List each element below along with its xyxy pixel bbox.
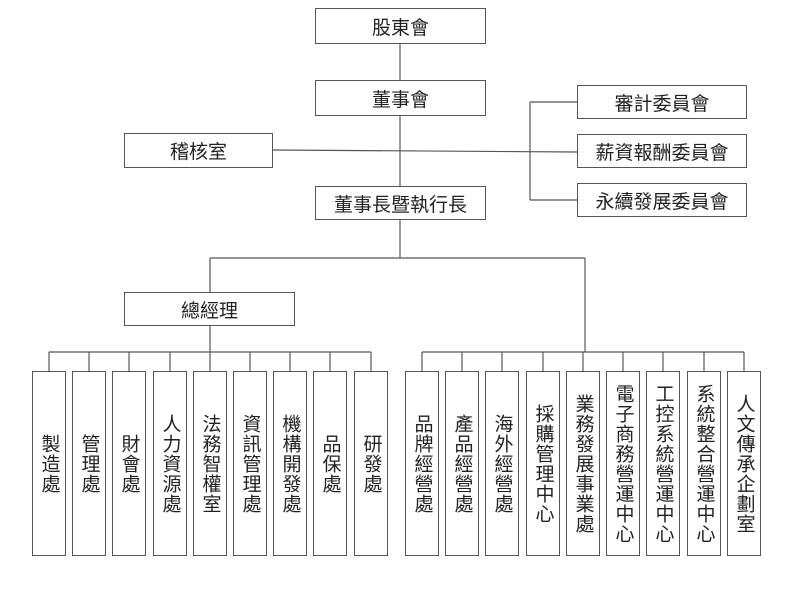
dept-label: 人力資源處 [159, 413, 182, 514]
dept-label: 管理處 [78, 433, 101, 494]
dept-human-resources: 人力資源處 [153, 371, 187, 556]
general-manager-box: 總經理 [124, 292, 295, 326]
dept-it-management: 資訊管理處 [233, 371, 267, 556]
dept-label: 財會處 [118, 433, 141, 494]
dept-overseas-operation: 海外經營處 [485, 371, 519, 556]
dept-industrial-control-center: 工控系統營運中心 [646, 371, 680, 556]
dept-business-development: 業務發展事業處 [566, 371, 600, 556]
dept-label: 品保處 [319, 433, 342, 494]
dept-management: 管理處 [72, 371, 106, 556]
dept-label: 製造處 [38, 433, 61, 494]
dept-mechanism-dev: 機構開發處 [273, 371, 307, 556]
committee-compensation-label: 薪資報酬委員會 [595, 141, 729, 164]
dept-label: 機構開發處 [279, 413, 302, 514]
dept-label: 品牌經營處 [411, 413, 434, 514]
dept-product-operation: 產品經營處 [445, 371, 479, 556]
dept-label: 採購管理中心 [532, 403, 555, 524]
committee-compensation-box: 薪資報酬委員會 [577, 134, 747, 168]
committee-audit-label: 審計委員會 [614, 92, 710, 115]
chairman-ceo-box: 董事長暨執行長 [315, 186, 486, 220]
board-box: 董事會 [315, 80, 486, 116]
committee-sustainability-box: 永續發展委員會 [577, 183, 747, 217]
dept-rnd: 研發處 [354, 371, 388, 556]
shareholders-box: 股東會 [315, 8, 486, 44]
audit-office-label: 稽核室 [169, 141, 227, 163]
general-manager-label: 總經理 [180, 299, 238, 322]
dept-brand-operation: 品牌經營處 [405, 371, 439, 556]
board-label: 董事會 [371, 88, 429, 111]
audit-office-box: 稽核室 [124, 133, 273, 168]
dept-label: 海外經營處 [491, 413, 514, 514]
dept-quality-assurance: 品保處 [313, 371, 347, 556]
dept-ecommerce-center: 電子商務營運中心 [606, 371, 640, 556]
dept-manufacturing: 製造處 [32, 371, 66, 556]
dept-label: 業務發展事業處 [572, 393, 595, 534]
dept-humanities-planning: 人文傳承企劃室 [727, 371, 761, 556]
committee-sustainability-label: 永續發展委員會 [595, 190, 729, 213]
dept-procurement-center: 採購管理中心 [526, 371, 560, 556]
dept-label: 系統整合營運中心 [693, 383, 716, 544]
dept-label: 人文傳承企劃室 [733, 393, 756, 534]
dept-label: 工控系統營運中心 [652, 383, 675, 544]
dept-legal-ip: 法務智權室 [193, 371, 227, 556]
dept-label: 法務智權室 [199, 413, 222, 514]
committee-audit-box: 審計委員會 [577, 85, 747, 119]
dept-label: 電子商務營運中心 [612, 383, 635, 544]
chairman-ceo-label: 董事長暨執行長 [333, 193, 467, 216]
dept-system-integration-center: 系統整合營運中心 [687, 371, 721, 556]
dept-label: 產品經營處 [451, 413, 474, 514]
dept-label: 研發處 [360, 433, 383, 494]
dept-finance: 財會處 [112, 371, 146, 556]
dept-label: 資訊管理處 [239, 413, 262, 514]
shareholders-label: 股東會 [371, 16, 429, 39]
